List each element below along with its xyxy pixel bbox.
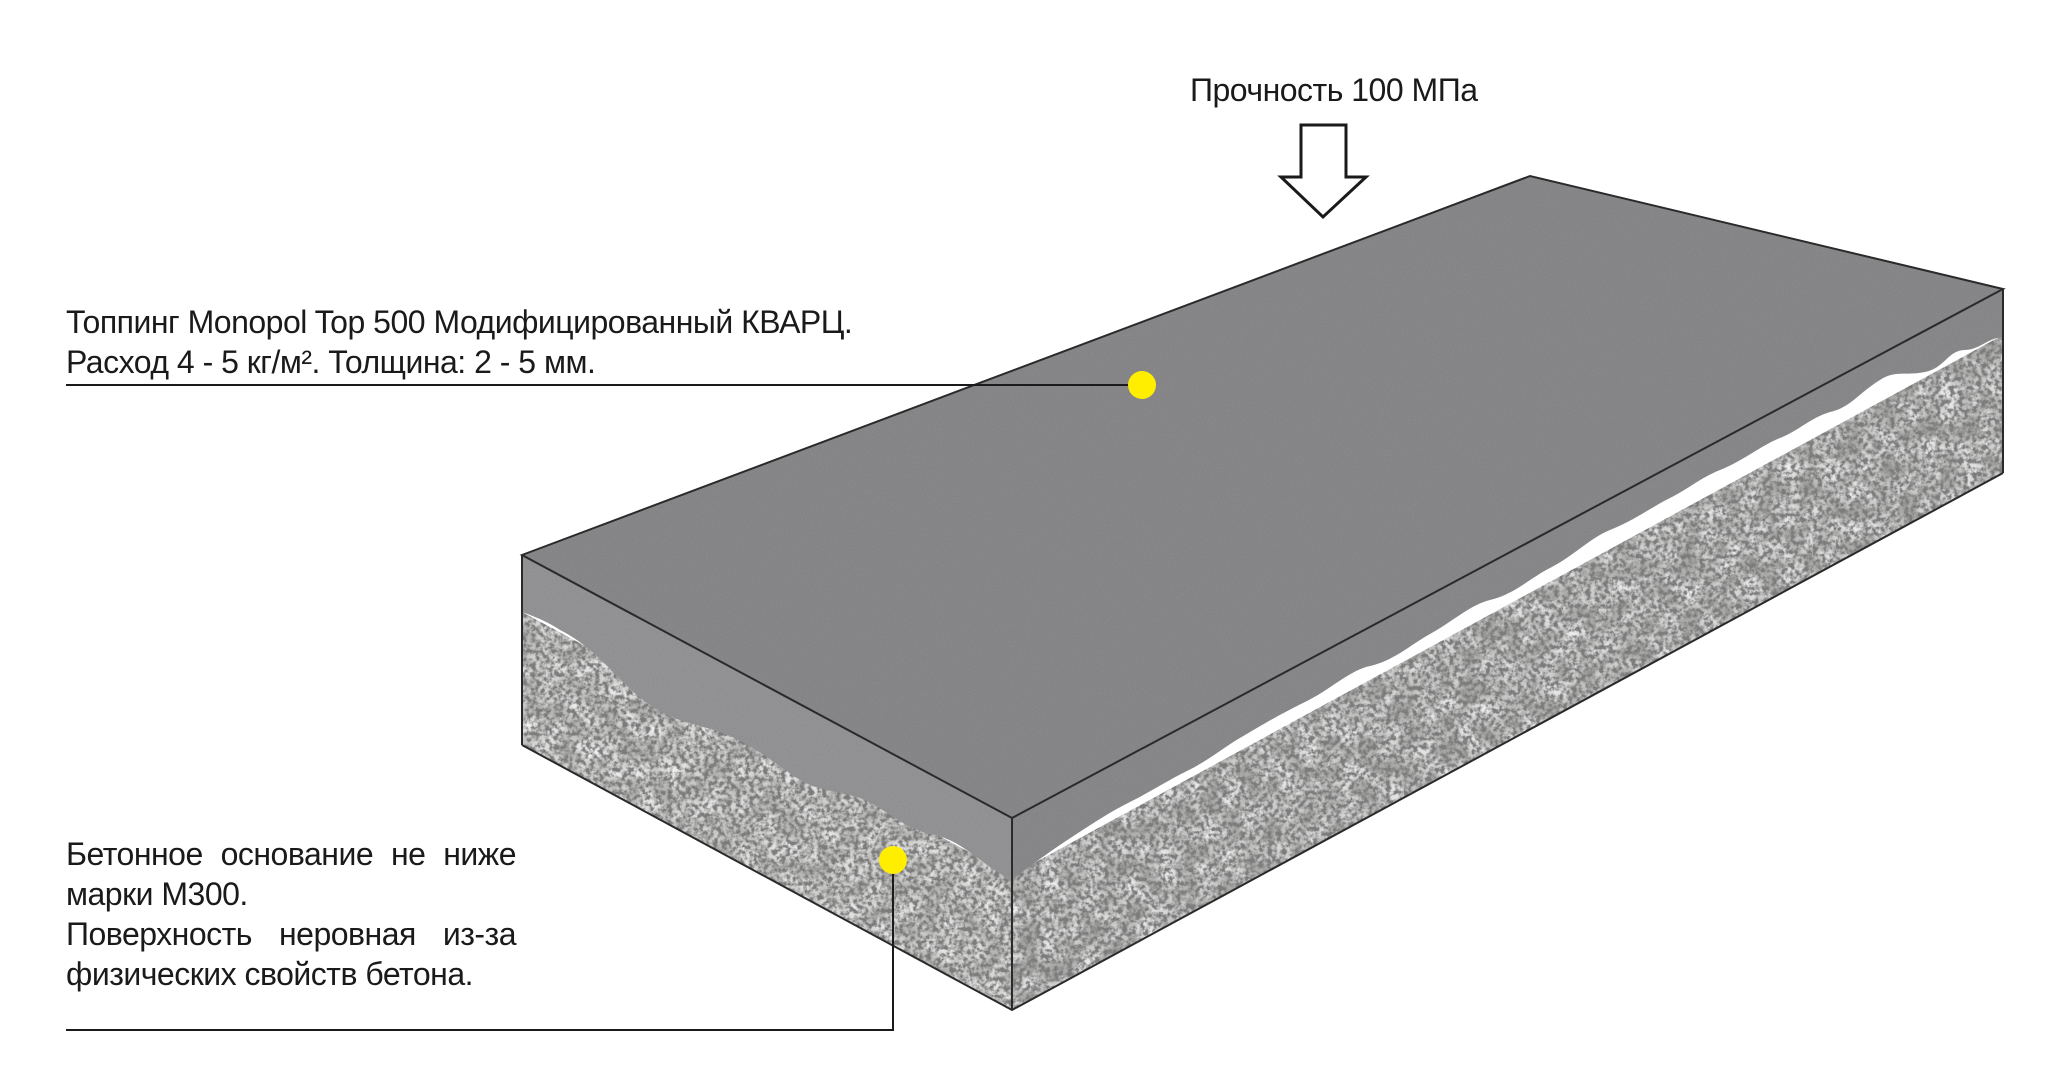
concrete-right-face xyxy=(1012,335,2003,1010)
load-arrow-icon xyxy=(1277,123,1370,220)
base-marker xyxy=(879,846,907,874)
base-label-line3: Поверхность неровная из-за xyxy=(66,916,517,952)
slab-bottom-outline xyxy=(521,472,2004,1012)
base-label-line4: физических свойств бетона. xyxy=(66,956,474,992)
concrete-front-face xyxy=(522,612,1012,1010)
base-label-line2: марки М300. xyxy=(66,876,248,912)
base-label-line1: Бетонное основание не ниже xyxy=(66,836,517,872)
base-label: Бетонное основание не ниже марки М300. П… xyxy=(66,834,517,994)
topping-label: Топпинг Monopol Top 500 Модифицированный… xyxy=(66,302,853,382)
topping-label-line2: Расход 4 - 5 кг/м². Толщина: 2 - 5 мм. xyxy=(66,344,596,380)
topping-marker xyxy=(1128,371,1156,399)
topping-label-line1: Топпинг Monopol Top 500 Модифицированный… xyxy=(66,304,853,340)
topping-right-edge xyxy=(1012,289,2003,880)
topping-front-edge xyxy=(522,555,1012,880)
strength-label: Прочность 100 МПа xyxy=(1190,72,1478,108)
slab-outline xyxy=(519,174,2006,1010)
topping-top-surface xyxy=(522,176,2003,818)
base-leader-line xyxy=(66,865,894,1031)
